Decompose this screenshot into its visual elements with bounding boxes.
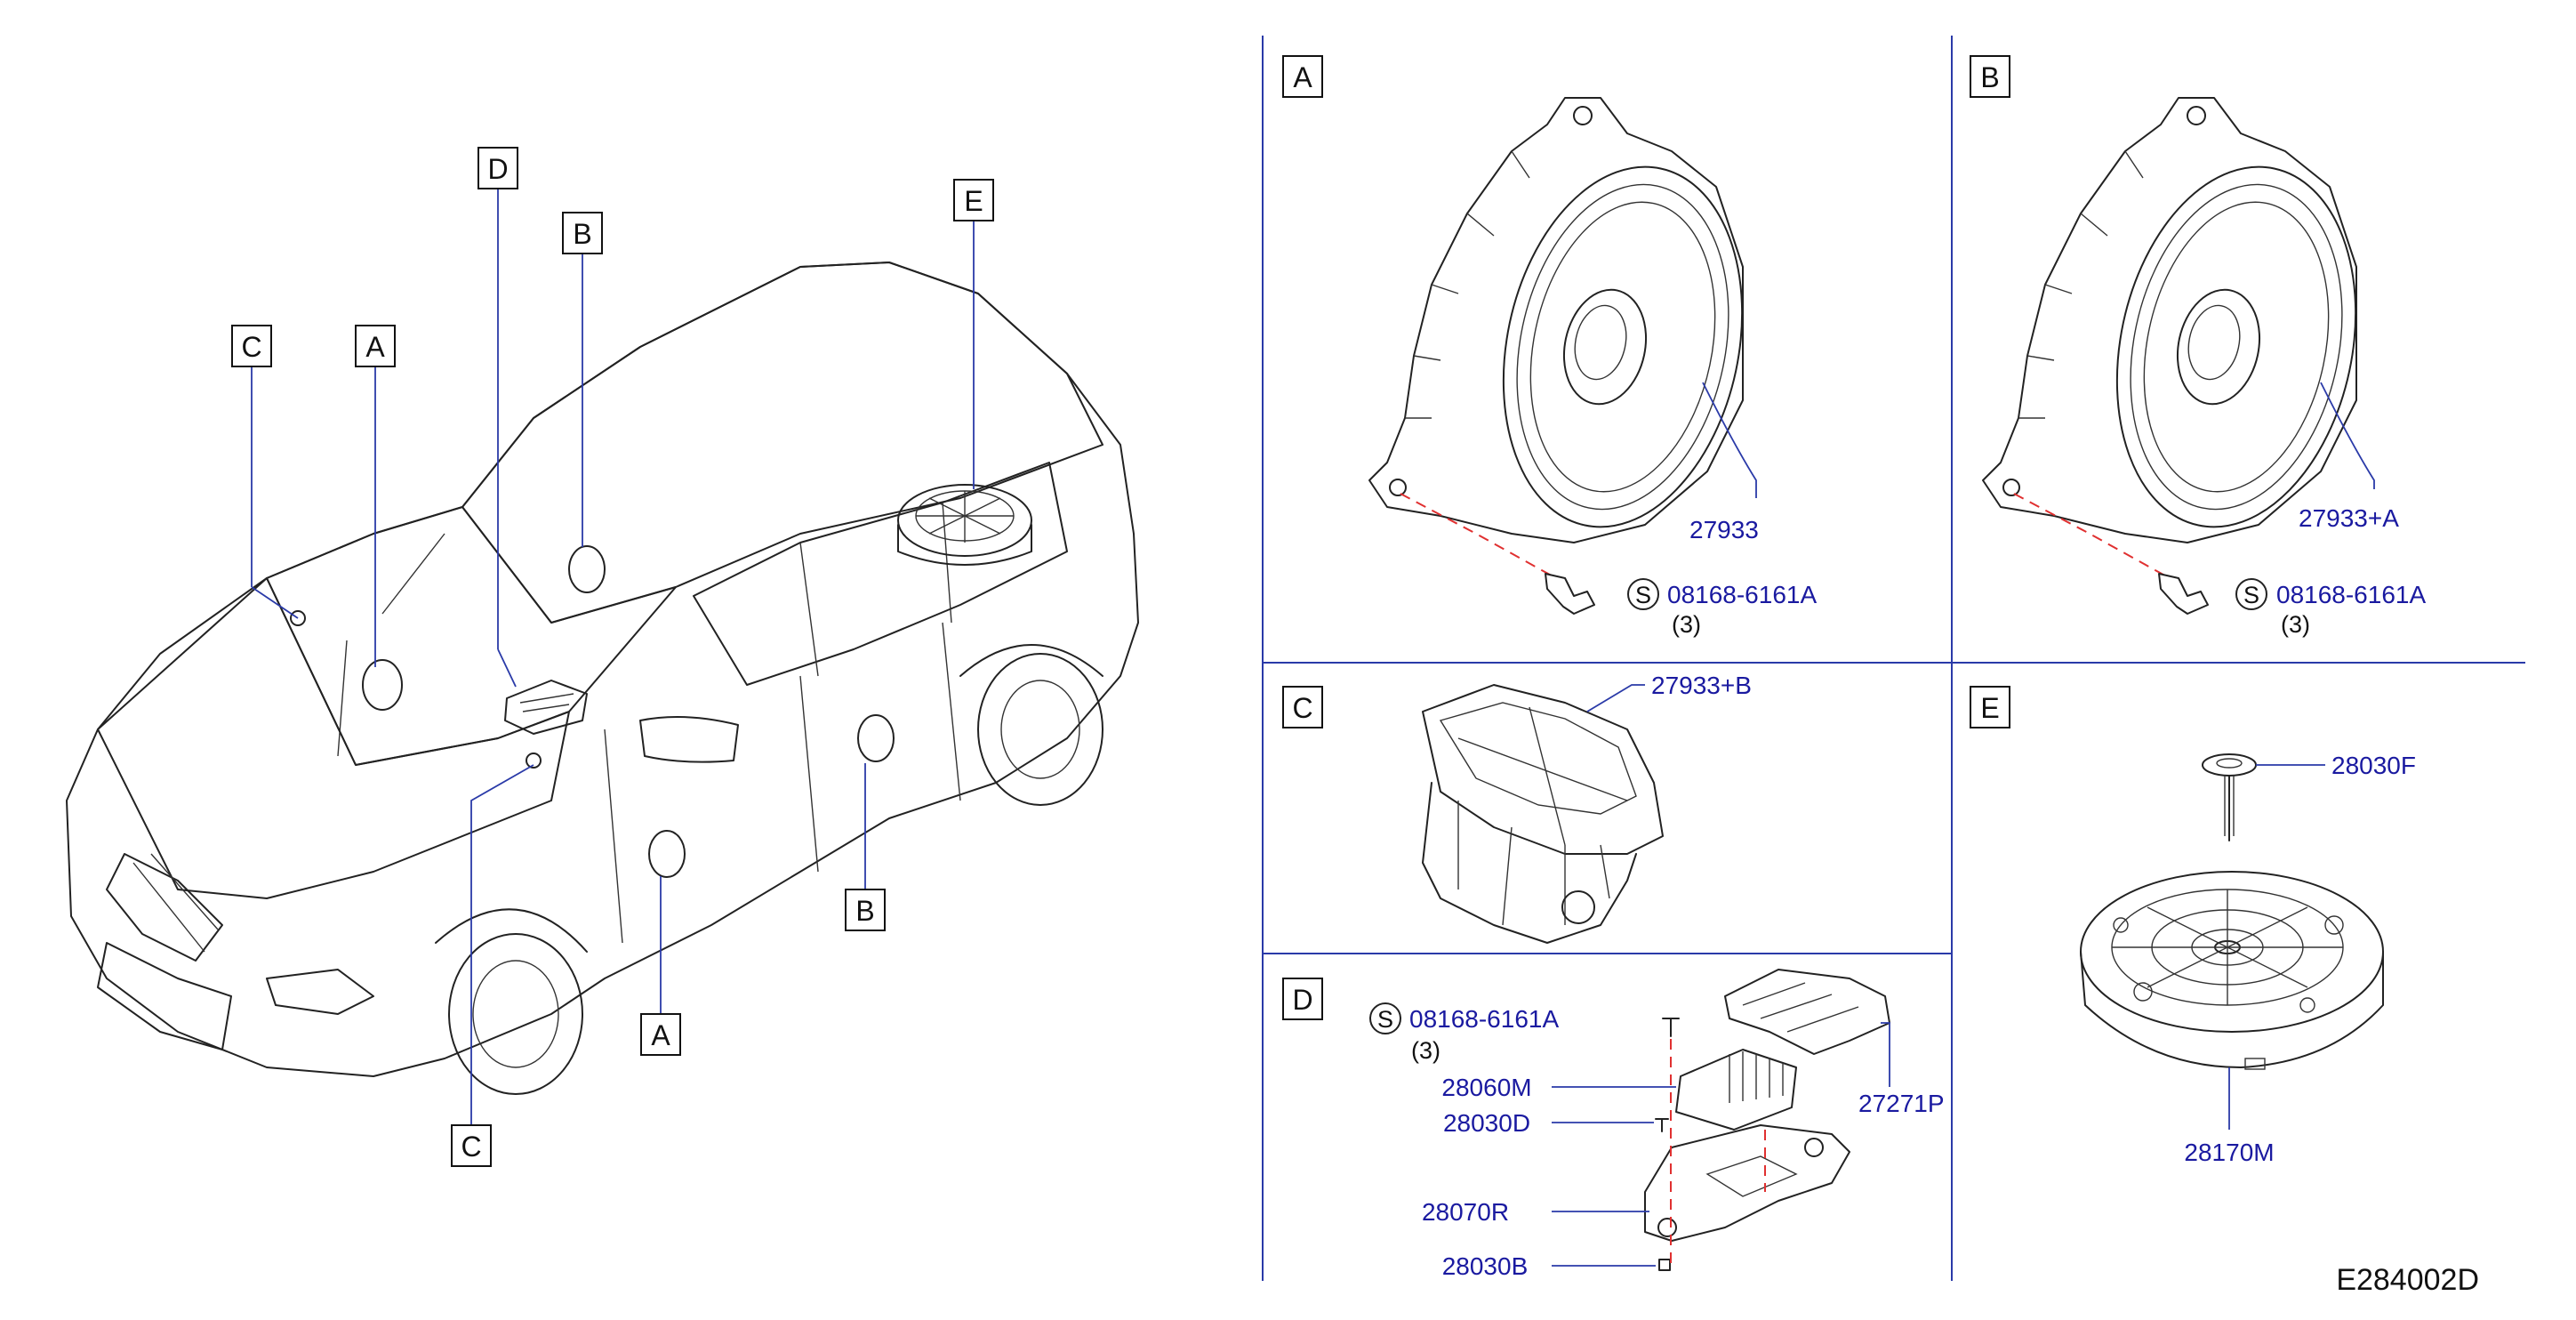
svg-text:S: S xyxy=(1377,1006,1393,1033)
car-callouts: C A D B E B A C xyxy=(231,147,994,1167)
screw-part-a: 08168-6161A xyxy=(1667,581,1817,608)
screw-part-d: 08168-6161A xyxy=(1409,1005,1559,1033)
svg-text:C: C xyxy=(461,1131,481,1163)
callout-a-top: A xyxy=(355,325,396,367)
panel-d: D S 08168-6161A (3) 28060M 28030D xyxy=(1282,969,1945,1280)
panel-a-label: A xyxy=(1293,61,1312,93)
part-28030d: 28030D xyxy=(1443,1109,1530,1137)
screw-a xyxy=(1545,573,1595,615)
washer-bolt-drawing xyxy=(2202,753,2257,841)
svg-text:S: S xyxy=(2243,582,2259,608)
part-28070r: 28070R xyxy=(1422,1198,1509,1226)
panel-e: E 28030F 28170M xyxy=(1970,686,2416,1166)
car-callout-leaders xyxy=(251,189,975,1125)
callout-c-top: C xyxy=(231,325,272,367)
svg-text:S: S xyxy=(1635,582,1651,608)
part-27933: 27933 xyxy=(1689,516,1759,543)
panel-b: B 27933+A S 08168-6161A (3) xyxy=(1970,55,2426,638)
amp-module-drawing xyxy=(1675,1049,1797,1131)
speaker-b-drawing xyxy=(1982,97,2357,543)
part-28060m: 28060M xyxy=(1441,1074,1531,1101)
part-27933-b: 27933+B xyxy=(1651,672,1752,699)
panel-d-label: D xyxy=(1292,984,1312,1016)
svg-text:B: B xyxy=(855,895,874,927)
callout-d: D xyxy=(477,147,518,189)
part-28030f: 28030F xyxy=(2331,752,2416,779)
panel-grid xyxy=(1262,36,2525,1281)
part-27271p: 27271P xyxy=(1858,1090,1945,1117)
diagram-code: E284002D xyxy=(2336,1263,2479,1297)
screw-qty-a: (3) xyxy=(1672,611,1701,638)
svg-text:E: E xyxy=(964,185,983,217)
bracket-drawing xyxy=(1644,1124,1850,1242)
speaker-a-drawing xyxy=(1368,97,1744,543)
panel-c: C 27933+B xyxy=(1282,672,1752,944)
callout-b-bottom: B xyxy=(845,889,886,931)
part-28030b: 28030B xyxy=(1442,1252,1529,1280)
panel-c-label: C xyxy=(1292,692,1312,724)
screw-qty-d: (3) xyxy=(1411,1037,1440,1064)
callout-e: E xyxy=(953,179,994,221)
car-illustration xyxy=(66,262,1139,1095)
callout-b-top: B xyxy=(562,212,603,254)
svg-text:C: C xyxy=(241,331,261,363)
screw-part-b: 08168-6161A xyxy=(2276,581,2426,608)
subwoofer-drawing xyxy=(2080,871,2384,1070)
svg-text:A: A xyxy=(651,1019,670,1051)
callout-c-bottom: C xyxy=(451,1124,492,1167)
panel-b-label: B xyxy=(1980,61,1999,93)
svg-text:A: A xyxy=(365,331,385,363)
screw-b xyxy=(2158,573,2209,615)
svg-text:D: D xyxy=(487,153,508,185)
speaker-c-drawing xyxy=(1422,684,1664,944)
screw-qty-b: (3) xyxy=(2281,611,2310,638)
part-27933-a: 27933+A xyxy=(2299,504,2399,532)
callout-a-bottom: A xyxy=(640,1013,681,1056)
part-28170m: 28170M xyxy=(2184,1139,2274,1166)
amp-cover-drawing xyxy=(1724,969,1890,1055)
panel-e-label: E xyxy=(1980,692,1999,724)
panel-a: A 27933 S 08168-6161A (3) xyxy=(1282,55,1817,638)
svg-text:B: B xyxy=(573,218,591,250)
